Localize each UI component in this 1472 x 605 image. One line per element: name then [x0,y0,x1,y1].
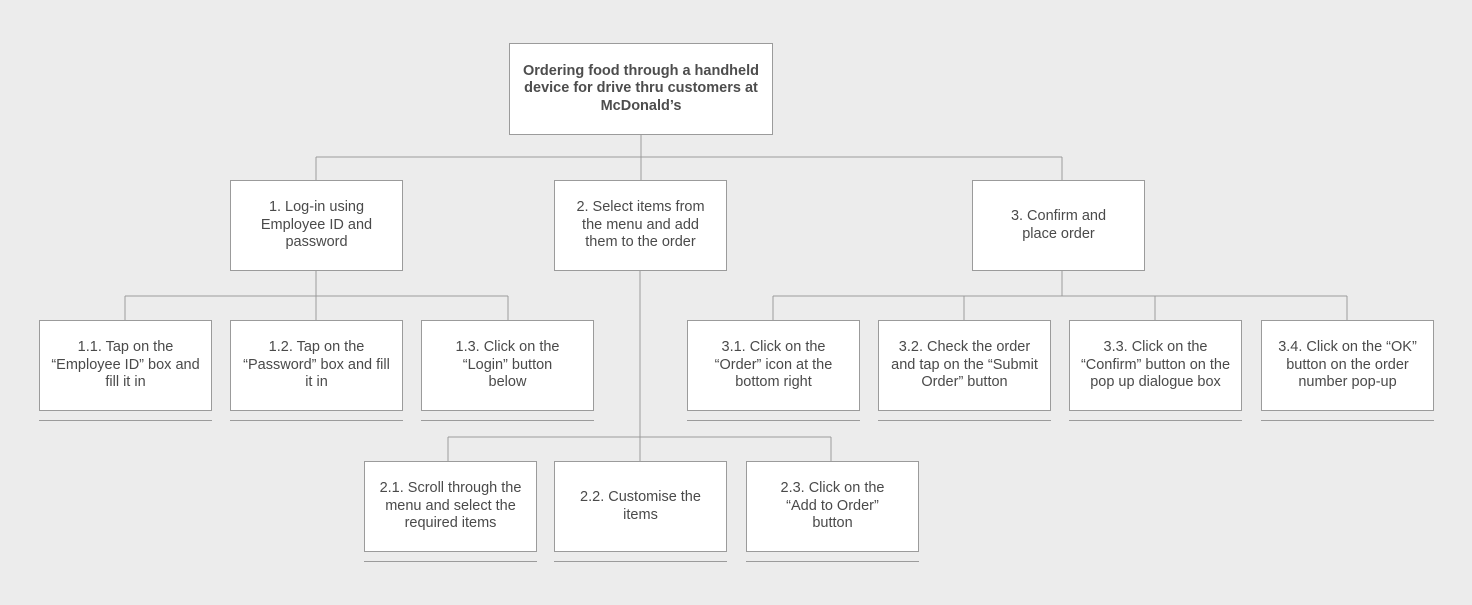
step-2-box: 2. Select items from the menu and add th… [554,180,727,271]
substep-3-3-label: 3.3. Click on the “Confirm” button on th… [1080,339,1231,391]
substep-3-3-box: 3.3. Click on the “Confirm” button on th… [1069,320,1242,411]
substep-1-3-box: 1.3. Click on the “Login” button below [421,320,594,411]
substep-3-3-underline [1069,420,1242,421]
step-1-box: 1. Log-in using Employee ID and password [230,180,403,271]
substep-1-3-label: 1.3. Click on the “Login” button below [455,339,560,391]
substep-2-1-box: 2.1. Scroll through the menu and select … [364,461,537,552]
substep-2-3-label: 2.3. Click on the “Add to Order” button [780,480,885,532]
substep-3-2-label: 3.2. Check the order and tap on the “Sub… [891,339,1038,391]
root-task-box: Ordering food through a handheld device … [509,43,773,135]
substep-2-1-label: 2.1. Scroll through the menu and select … [379,480,522,532]
substep-2-3-box: 2.3. Click on the “Add to Order” button [746,461,919,552]
substep-2-2-label: 2.2. Customise the items [580,489,701,523]
substep-1-1-box: 1.1. Tap on the “Employee ID” box and fi… [39,320,212,411]
substep-2-2-box: 2.2. Customise the items [554,461,727,552]
substep-1-2-underline [230,420,403,421]
step-1-label: 1. Log-in using Employee ID and password [260,199,373,251]
step-2-label: 2. Select items from the menu and add th… [576,199,705,251]
substep-3-2-box: 3.2. Check the order and tap on the “Sub… [878,320,1051,411]
substep-1-1-underline [39,420,212,421]
substep-3-2-underline [878,420,1051,421]
step-3-label: 3. Confirm and place order [1010,208,1107,242]
substep-3-4-underline [1261,420,1434,421]
step-3-box: 3. Confirm and place order [972,180,1145,271]
substep-3-4-label: 3.4. Click on the “OK” button on the ord… [1278,339,1417,391]
substep-1-1-label: 1.1. Tap on the “Employee ID” box and fi… [51,339,200,391]
substep-1-2-box: 1.2. Tap on the “Password” box and fill … [230,320,403,411]
substep-1-3-underline [421,420,594,421]
substep-2-3-underline [746,561,919,562]
substep-3-4-box: 3.4. Click on the “OK” button on the ord… [1261,320,1434,411]
substep-2-2-underline [554,561,727,562]
substep-3-1-label: 3.1. Click on the “Order” icon at the bo… [714,339,833,391]
substep-3-1-box: 3.1. Click on the “Order” icon at the bo… [687,320,860,411]
root-task-title: Ordering food through a handheld device … [522,62,759,114]
substep-1-2-label: 1.2. Tap on the “Password” box and fill … [243,339,390,391]
substep-3-1-underline [687,420,860,421]
substep-2-1-underline [364,561,537,562]
